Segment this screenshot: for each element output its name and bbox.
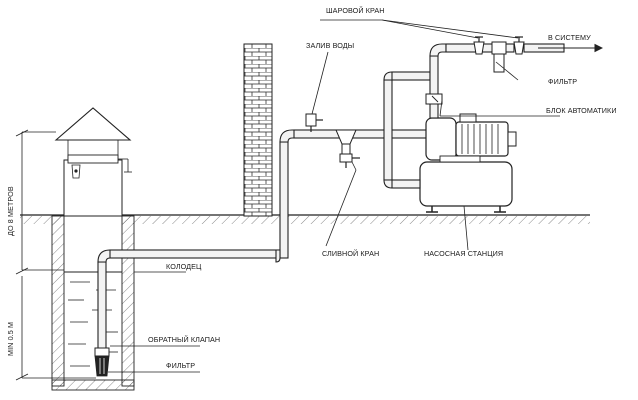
well bbox=[51, 107, 135, 391]
filter-bottom-label: ФИЛЬТР bbox=[166, 361, 195, 370]
to-system-label: В СИСТЕМУ bbox=[548, 33, 591, 42]
pump-station bbox=[419, 113, 517, 213]
water-fill-label: ЗАЛИВ ВОДЫ bbox=[306, 41, 354, 50]
water-fill-valve bbox=[305, 113, 323, 132]
leader-lines bbox=[108, 19, 560, 373]
drain-tee bbox=[335, 129, 360, 168]
riser-pipe bbox=[275, 129, 297, 263]
ball-valve-1 bbox=[473, 36, 485, 55]
main-pipe bbox=[293, 129, 435, 139]
depth-8m-label: ДО 8 МЕТРОВ bbox=[6, 186, 15, 236]
ball-valve-label: ШАРОВОЙ КРАН bbox=[326, 6, 385, 15]
dimension-depth bbox=[15, 129, 64, 275]
automation-block-label: БЛОК АВТОМАТИКИ bbox=[546, 106, 617, 115]
pump-station-label: НАСОСНАЯ СТАНЦИЯ bbox=[424, 249, 503, 258]
filter-top-label: ФИЛЬТР bbox=[548, 77, 577, 86]
drain-valve-label: СЛИВНОЙ КРАН bbox=[322, 249, 379, 258]
automation-block bbox=[425, 93, 443, 105]
well-label: КОЛОДЕЦ bbox=[166, 262, 202, 271]
tank-loop-pipe bbox=[383, 71, 431, 189]
ground bbox=[20, 214, 590, 224]
check-valve-label: ОБРАТНЫЙ КЛАПАН bbox=[148, 335, 220, 344]
dimension-min bbox=[15, 276, 96, 381]
outlet-filter bbox=[491, 41, 507, 73]
brick-wall bbox=[243, 43, 273, 217]
check-valve bbox=[94, 347, 110, 357]
ball-valve-2 bbox=[513, 36, 525, 55]
min-depth-label: MIN 0.5 М bbox=[6, 322, 15, 356]
intake-filter bbox=[94, 355, 110, 377]
